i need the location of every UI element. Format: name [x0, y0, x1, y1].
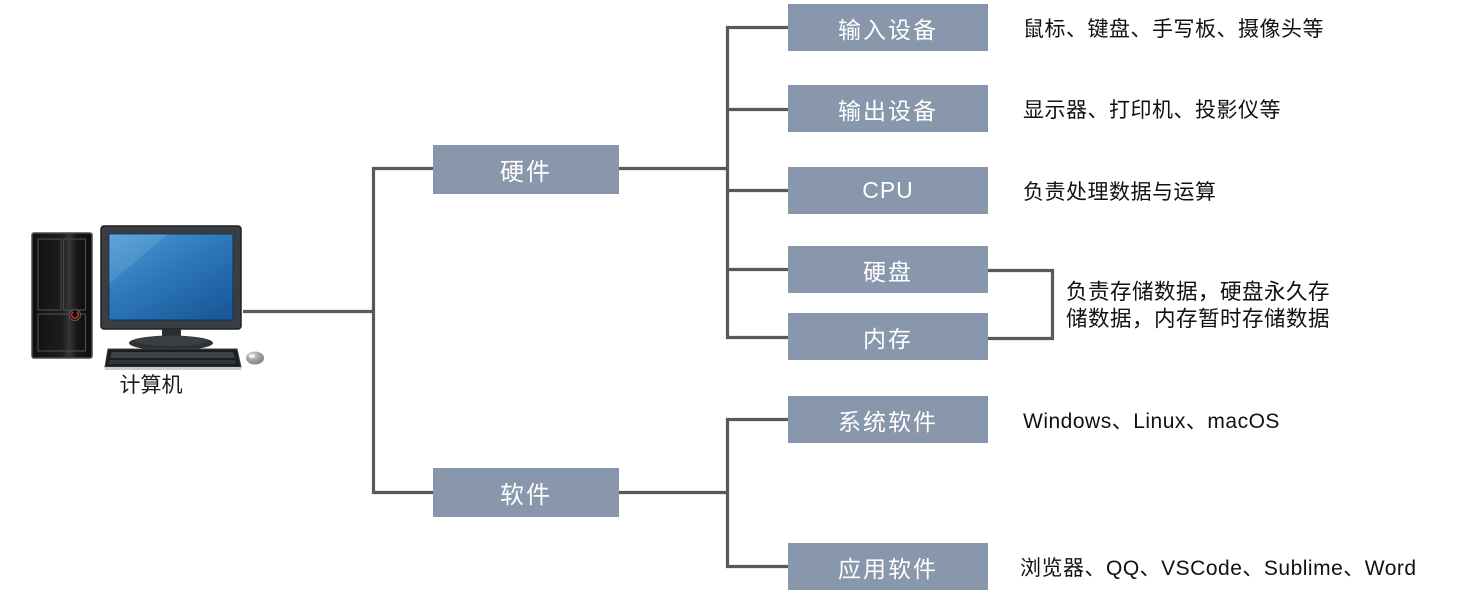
computer-label: 计算机	[119, 373, 183, 397]
node-input-devices: 输入设备	[788, 4, 988, 51]
node-system-software: 系统软件	[788, 396, 988, 443]
node-output-devices: 输出设备	[788, 85, 988, 132]
connector-hardware-trunk	[725, 25, 788, 340]
connector-left-trunk	[371, 166, 433, 495]
keyboard-icon	[104, 348, 242, 370]
connector-software-trunk	[725, 417, 788, 569]
mouse-icon	[246, 351, 264, 365]
monitor-icon	[100, 225, 242, 351]
node-hard-disk: 硬盘	[788, 246, 988, 293]
node-hardware: 硬件	[433, 145, 619, 194]
computer-illustration	[31, 225, 264, 370]
node-application-software: 应用软件	[788, 543, 988, 590]
annotation-output-devices: 显示器、打印机、投影仪等	[1023, 98, 1281, 122]
annotation-cpu: 负责处理数据与运算	[1023, 180, 1217, 204]
connector-storage-bracket	[988, 268, 1055, 341]
annotation-storage-line1: 负责存储数据，硬盘永久存	[1066, 280, 1331, 304]
annotation-storage: 负责存储数据，硬盘永久存 储数据，内存暂时存储数据	[1066, 279, 1330, 333]
node-cpu: CPU	[788, 167, 988, 214]
node-software: 软件	[433, 468, 619, 517]
computer-tower-icon	[31, 232, 93, 359]
annotation-application-software: 浏览器、QQ、VSCode、Sublime、Word	[1020, 556, 1417, 580]
annotation-input-devices: 鼠标、键盘、手写板、摄像头等	[1023, 17, 1324, 41]
annotation-storage-line2: 储数据，内存暂时存储数据	[1066, 307, 1331, 331]
annotation-system-software: Windows、Linux、macOS	[1023, 409, 1280, 433]
node-memory: 内存	[788, 313, 988, 360]
